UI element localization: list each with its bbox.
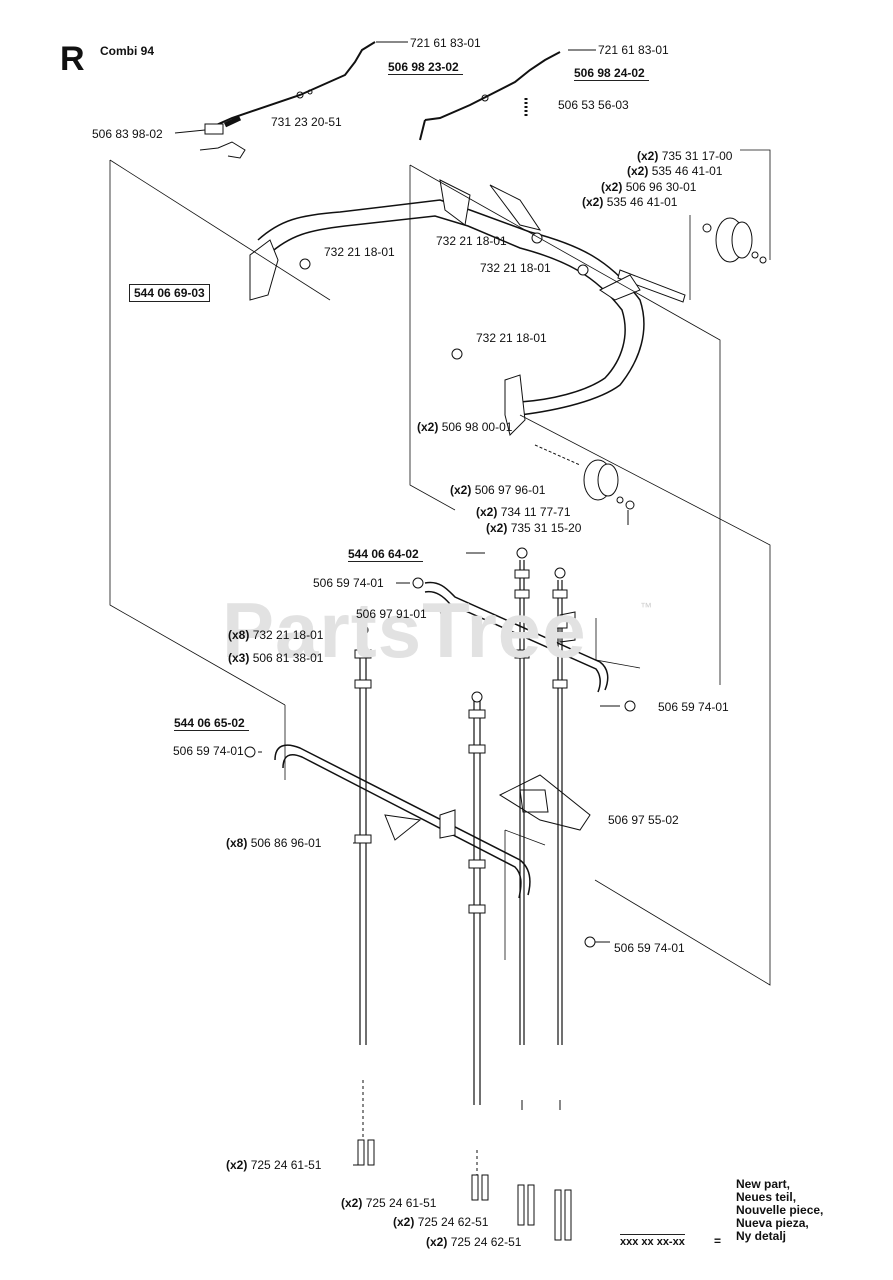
watermark: PartsTree	[222, 586, 587, 674]
part-label[interactable]: 506 59 74-01	[614, 941, 685, 955]
part-label[interactable]: 506 59 74-01	[658, 700, 729, 714]
bottom-bolts	[357, 1139, 572, 1241]
part-label[interactable]: 506 53 56-03	[558, 98, 629, 112]
lower-wheel	[534, 444, 635, 525]
new-part-legend: New part, Neues teil, Nouvelle piece, Nu…	[736, 1178, 823, 1243]
assembly-middle-bar[interactable]: 544 06 64-02	[348, 547, 423, 562]
upper-handle-frame	[249, 179, 686, 436]
part-label[interactable]: 732 21 18-01	[480, 261, 551, 275]
part-label[interactable]: (x2) 725 24 61-51	[226, 1158, 322, 1172]
part-label[interactable]: 731 23 20-51	[271, 115, 342, 129]
handle-wheel	[702, 217, 767, 264]
part-label[interactable]: 732 21 18-01	[436, 234, 507, 248]
legend-line: Neues teil,	[736, 1190, 797, 1204]
part-label[interactable]: 506 97 55-02	[608, 813, 679, 827]
part-label[interactable]: (x2) 506 98 00-01	[417, 420, 513, 434]
part-label[interactable]: 732 21 18-01	[476, 331, 547, 345]
part-label[interactable]: 732 21 18-01	[324, 245, 395, 259]
assembly-left-cable[interactable]: 506 98 23-02	[388, 60, 463, 75]
part-label[interactable]: (x2) 535 46 41-01	[582, 195, 678, 209]
lower-bar	[244, 744, 596, 948]
part-label[interactable]: (x8) 732 21 18-01	[228, 628, 324, 642]
model-name: Combi 94	[100, 44, 155, 58]
part-label[interactable]: (x3) 506 81 38-01	[228, 651, 324, 665]
legend-line: New part,	[736, 1177, 791, 1191]
part-label[interactable]: (x2) 734 11 77-71	[476, 505, 571, 519]
part-label[interactable]: (x2) 725 24 62-51	[393, 1215, 489, 1229]
assembly-lower-bar[interactable]: 544 06 65-02	[174, 716, 249, 731]
vertical-rods	[359, 560, 563, 1105]
bracket-plate	[498, 774, 591, 831]
assembly-upper-handle[interactable]: 544 06 69-03	[129, 284, 210, 302]
part-label[interactable]: (x2) 735 31 17-00	[637, 149, 733, 163]
legend-line: Nueva pieza,	[736, 1216, 809, 1230]
section-letter: R	[60, 40, 85, 78]
part-label[interactable]: 506 83 98-02	[92, 127, 163, 141]
part-label[interactable]: (x2) 725 24 62-51	[426, 1235, 522, 1249]
watermark-trademark: ™	[640, 600, 652, 614]
part-label[interactable]: 506 97 91-01	[356, 607, 427, 621]
part-label[interactable]: 506 59 74-01	[173, 744, 244, 758]
part-label[interactable]: (x8) 506 86 96-01	[226, 836, 322, 850]
part-label[interactable]: 721 61 83-01	[598, 43, 669, 57]
part-label[interactable]: 721 61 83-01	[410, 36, 481, 50]
legend-line: Ny detalj	[736, 1229, 787, 1243]
left-control-cable	[199, 41, 376, 159]
part-label[interactable]: 506 59 74-01	[313, 576, 384, 590]
right-control-cable	[419, 51, 561, 141]
part-label[interactable]: (x2) 506 96 30-01	[601, 180, 697, 194]
assembly-right-cable[interactable]: 506 98 24-02	[574, 66, 649, 81]
legend-equals: =	[714, 1234, 722, 1248]
legend-code: xxx xx xx-xx	[620, 1234, 685, 1248]
part-label[interactable]: (x2) 535 46 41-01	[627, 164, 723, 178]
part-label[interactable]: (x2) 725 24 61-51	[341, 1196, 437, 1210]
part-label[interactable]: (x2) 735 31 15-20	[486, 521, 582, 535]
part-label[interactable]: (x2) 506 97 96-01	[450, 483, 546, 497]
legend-line: Nouvelle piece,	[736, 1203, 824, 1217]
